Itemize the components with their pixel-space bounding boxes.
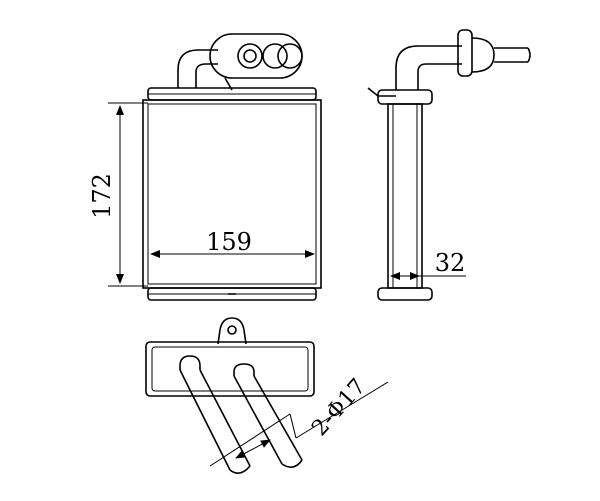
front-port-1-inner: [243, 49, 257, 63]
height-label: 172: [88, 173, 116, 219]
pipe-leader-to-text: [289, 413, 297, 439]
front-port-1: [237, 43, 263, 69]
bottom-view: [145, 317, 315, 474]
pipe-diameter-label: 2-Φ17: [307, 374, 371, 441]
pipe-1-edge-left: [179, 369, 231, 471]
front-pipe-elbow-outer: [177, 49, 218, 88]
pipe-2-edge-right: [253, 375, 303, 461]
bottom-plate: [145, 341, 315, 397]
front-view: [142, 33, 322, 301]
side-stub-end: [527, 47, 531, 63]
pipe-dimension-line: [235, 439, 271, 459]
side-top-tank: [377, 89, 433, 105]
pipe-1-cap: [179, 355, 201, 370]
mount-hole: [227, 325, 237, 335]
side-pipe-elbow-inner: [417, 63, 462, 90]
side-view: [367, 29, 531, 301]
pipe-1-edge-right: [199, 369, 251, 467]
side-pipe-elbow-outer: [395, 45, 462, 90]
pipe-2-edge-left: [233, 375, 283, 465]
side-bottom-tank: [377, 287, 433, 301]
bottom-plate-inner: [151, 346, 309, 392]
pipe-1-end: [229, 465, 251, 474]
pipe-2: [233, 363, 303, 468]
width-dimension: 159: [150, 228, 315, 258]
front-port-2: [262, 43, 288, 69]
depth-dimension: 32: [390, 249, 466, 280]
side-flange: [457, 29, 473, 77]
width-label: 159: [206, 228, 252, 256]
front-core-inner: [147, 103, 317, 285]
pipe-label-leader: [295, 381, 389, 439]
front-pipe-elbow-inner: [195, 63, 218, 88]
pipe-2-cap: [233, 363, 255, 376]
depth-label: 32: [435, 249, 466, 277]
mount-tab: [217, 317, 247, 345]
height-dimension: 172: [88, 102, 148, 287]
pipe-2-end: [281, 459, 303, 468]
front-core: [142, 99, 322, 289]
side-flange-boss: [471, 37, 495, 73]
front-port-3: [277, 43, 303, 69]
